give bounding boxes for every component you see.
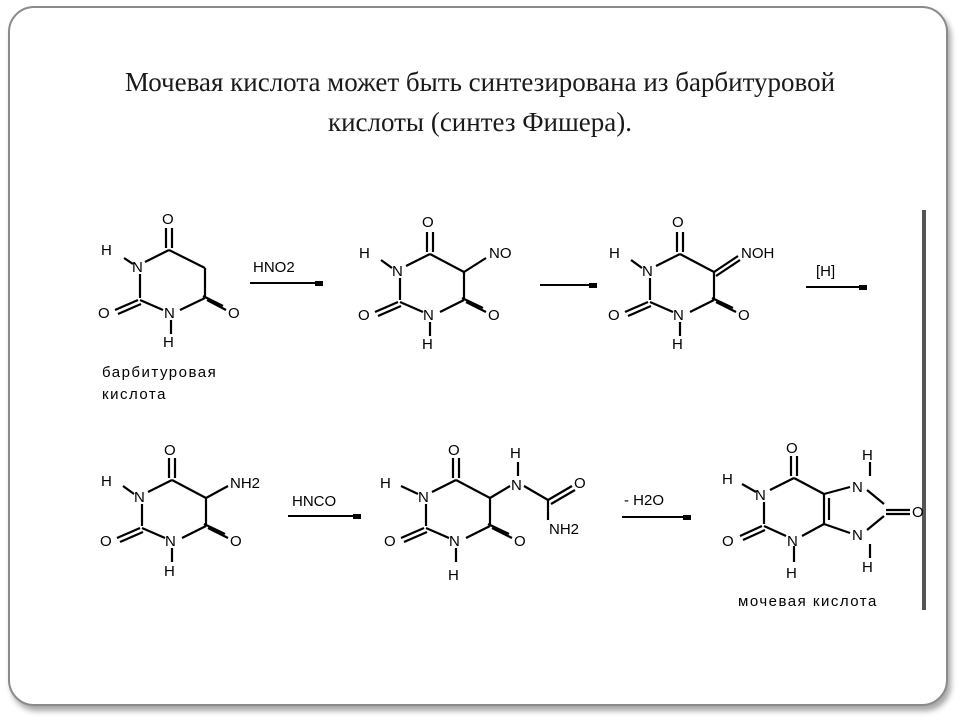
- group-nh2: NH2: [230, 475, 260, 492]
- atom-o: O: [100, 533, 112, 550]
- atom-o: O: [162, 211, 174, 228]
- atom-h: H: [101, 473, 112, 490]
- molecule-barbituric-acid: O H N N O O H: [98, 211, 240, 351]
- atom-o: O: [672, 214, 684, 231]
- atom-o: O: [98, 305, 110, 322]
- atom-h: H: [163, 334, 174, 351]
- atom-o: O: [608, 307, 620, 324]
- atom-n: N: [165, 533, 176, 550]
- atom-n: N: [132, 259, 143, 276]
- molecule-violuric-acid: O H N NOH N O O H: [608, 214, 774, 353]
- atom-n: N: [511, 477, 522, 494]
- caption-barbituric-line-1: барбитуровая: [102, 364, 217, 381]
- reaction-arrow-3: [H]: [806, 263, 867, 290]
- atom-h: H: [609, 245, 620, 262]
- reaction-arrow-4: HNCO: [288, 493, 361, 519]
- atom-n: N: [852, 479, 863, 496]
- atom-o: O: [786, 440, 798, 457]
- atom-n: N: [134, 489, 145, 506]
- atom-n: N: [642, 263, 653, 280]
- molecule-nitroso-barbituric: O H N NO N O O H: [358, 214, 512, 353]
- atom-h: H: [862, 559, 873, 576]
- atom-h: H: [672, 336, 683, 353]
- atom-h: H: [380, 475, 391, 492]
- molecule-pseudouric-acid: O H N H N O NH2 N O O H: [380, 442, 586, 584]
- group-nh2: NH2: [549, 521, 579, 538]
- atom-o: O: [230, 533, 242, 550]
- atom-n: N: [418, 489, 429, 506]
- title-line-2: кислоты (синтез Фишера).: [327, 107, 633, 137]
- atom-h: H: [510, 445, 521, 462]
- atom-n: N: [852, 527, 863, 544]
- reaction-arrow-5: - H2O: [622, 492, 691, 520]
- atom-n: N: [423, 307, 434, 324]
- atom-o: O: [738, 307, 750, 324]
- reagent-h: [H]: [816, 263, 835, 280]
- atom-h: H: [722, 471, 733, 488]
- caption-barbituric-line-2: кислота: [102, 386, 167, 403]
- atom-n: N: [164, 305, 175, 322]
- reagent-minus-water: - H2O: [624, 492, 664, 509]
- atom-h: H: [101, 242, 112, 259]
- atom-n: N: [755, 487, 766, 504]
- atom-n: N: [787, 533, 798, 550]
- reaction-arrow-2: [540, 283, 597, 288]
- atom-o: O: [574, 475, 586, 492]
- atom-o: O: [164, 442, 176, 459]
- atom-h: H: [164, 563, 175, 580]
- slide-frame: [8, 6, 948, 706]
- atom-o: O: [384, 533, 396, 550]
- reagent-hno2: HNO2: [253, 259, 295, 276]
- atom-o: O: [358, 307, 370, 324]
- atom-n: N: [392, 263, 403, 280]
- title-line-1: Мочевая кислота может быть синтезирована…: [124, 67, 836, 97]
- atom-o: O: [448, 442, 460, 459]
- group-no: NO: [489, 245, 512, 262]
- atom-o: O: [228, 305, 240, 322]
- reaction-arrow-1: HNO2: [250, 259, 323, 286]
- atom-h: H: [359, 245, 370, 262]
- caption-uric-acid: мочевая кислота: [738, 593, 878, 610]
- atom-n: N: [673, 307, 684, 324]
- atom-o: O: [722, 533, 734, 550]
- atom-o: O: [912, 504, 924, 521]
- atom-n: N: [449, 533, 460, 550]
- group-noh: NOH: [741, 245, 774, 262]
- atom-o: O: [422, 214, 434, 231]
- scheme-right-rule: [922, 210, 926, 610]
- molecule-aminobarbituric: O H N NH2 N O O H: [100, 442, 260, 580]
- atom-o: O: [514, 533, 526, 550]
- atom-h: H: [862, 447, 873, 464]
- reagent-hnco: HNCO: [292, 493, 336, 510]
- atom-h: H: [448, 567, 459, 584]
- atom-h: H: [786, 565, 797, 582]
- slide-title: Мочевая кислота может быть синтезирована…: [40, 62, 920, 142]
- atom-h: H: [422, 336, 433, 353]
- molecule-uric-acid: O H N H N O N O N H H: [722, 440, 924, 582]
- atom-o: O: [488, 307, 500, 324]
